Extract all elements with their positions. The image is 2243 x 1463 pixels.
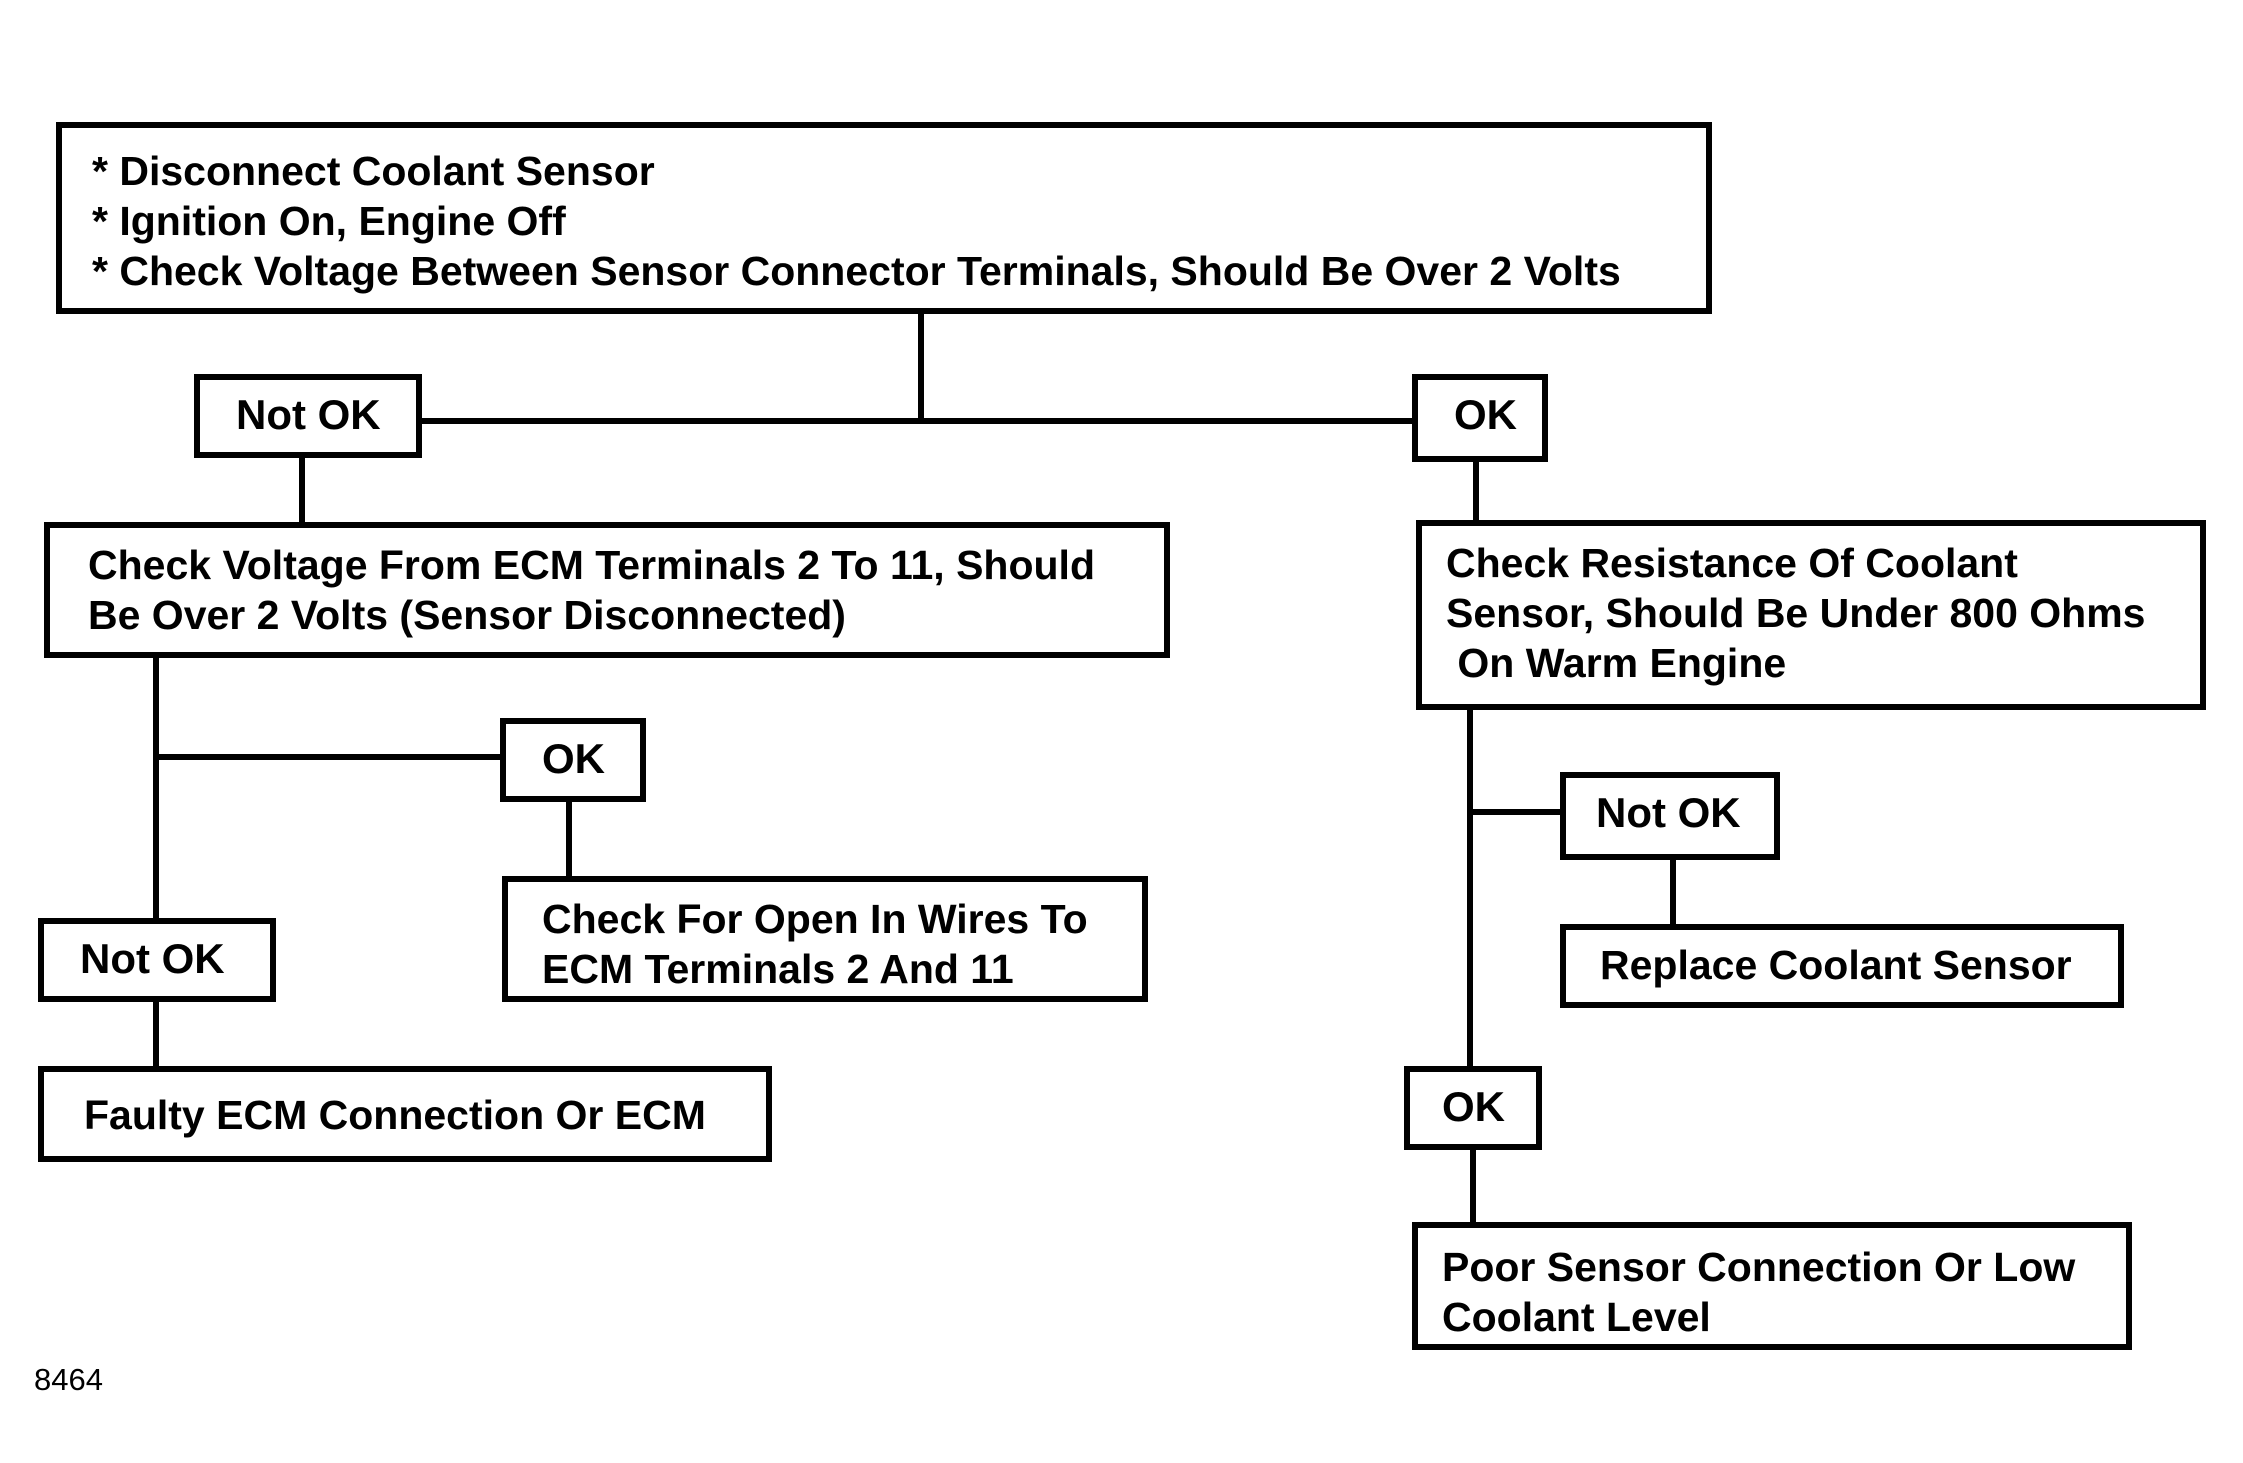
start-step-line: * Check Voltage Between Sensor Connector… [92,248,1621,294]
connector-line [1467,809,1563,815]
left-check-box: Check Voltage From ECM Terminals 2 To 11… [44,522,1170,658]
figure-number: 8464 [34,1362,103,1397]
connector-line [1670,856,1676,930]
left-check-line: Be Over 2 Volts (Sensor Disconnected) [88,592,846,638]
connector-line [299,458,305,522]
left-ok-result-box: Check For Open In Wires To ECM Terminals… [502,876,1148,1002]
left-not-ok-result-box: Faulty ECM Connection Or ECM [38,1066,772,1162]
left-not-ok-label-2: Not OK [38,918,276,1002]
connector-line [1473,460,1479,524]
right-ok-result-line: Poor Sensor Connection Or Low [1442,1244,2076,1290]
connector-line [918,310,924,422]
right-not-ok-label: Not OK [1560,772,1780,860]
right-check-line: Check Resistance Of Coolant [1446,540,2018,586]
left-not-ok-label: Not OK [194,374,422,458]
left-check-line: Check Voltage From ECM Terminals 2 To 11… [88,542,1095,588]
left-ok-label: OK [500,718,646,802]
right-ok-label: OK [1412,374,1548,462]
right-check-line: Sensor, Should Be Under 800 Ohms [1446,590,2146,636]
right-check-line: On Warm Engine [1446,640,1787,686]
start-step-line: * Ignition On, Engine Off [92,198,566,244]
right-ok-result-line: Coolant Level [1442,1294,1711,1340]
connector-line [1467,706,1473,1072]
connector-line [153,754,505,760]
left-ok-result-line: Check For Open In Wires To [542,896,1088,942]
connector-line [566,801,572,879]
connector-line [1470,1144,1476,1224]
right-not-ok-result-box: Replace Coolant Sensor [1560,924,2124,1008]
start-step-box: * Disconnect Coolant Sensor * Ignition O… [56,122,1712,314]
right-check-box: Check Resistance Of Coolant Sensor, Shou… [1416,520,2206,710]
start-step-line: * Disconnect Coolant Sensor [92,148,655,194]
right-ok-label-2: OK [1404,1066,1542,1150]
left-ok-result-line: ECM Terminals 2 And 11 [542,946,1014,992]
right-ok-result-box: Poor Sensor Connection Or Low Coolant Le… [1412,1222,2132,1350]
connector-line [153,998,159,1070]
connector-line [153,652,159,920]
